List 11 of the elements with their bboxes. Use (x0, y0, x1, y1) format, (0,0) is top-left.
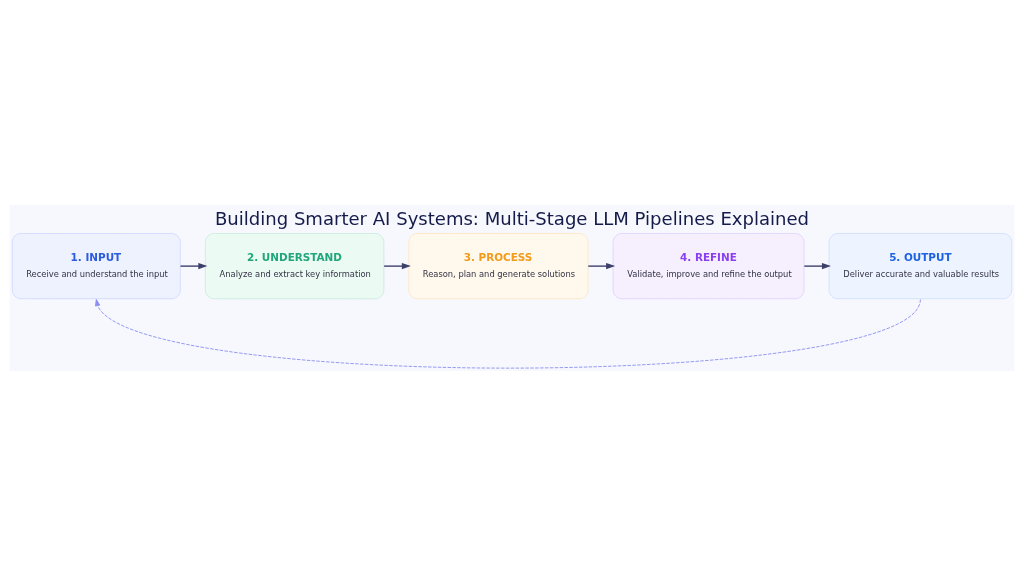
node-box: 3. PROCESS Reason, plan and generate solutions (408, 233, 589, 300)
arrow (383, 262, 411, 270)
node-box: 1. INPUT Receive and understand the input (11, 233, 181, 300)
arrow (179, 262, 208, 270)
diagram-title: Building Smarter AI Systems: Multi-Stage LLM Pipelines Explained (214, 208, 810, 229)
arrow (587, 262, 616, 270)
arrow (95, 299, 921, 369)
node-box: 2. UNDERSTAND Analyze and extract key information (205, 233, 385, 300)
node-box: 5. OUTPUT Deliver accurate and valuable results (828, 233, 1013, 300)
arrow (803, 262, 831, 270)
node-box: 4. REFINE Validate, improve and refine the output (612, 233, 805, 300)
